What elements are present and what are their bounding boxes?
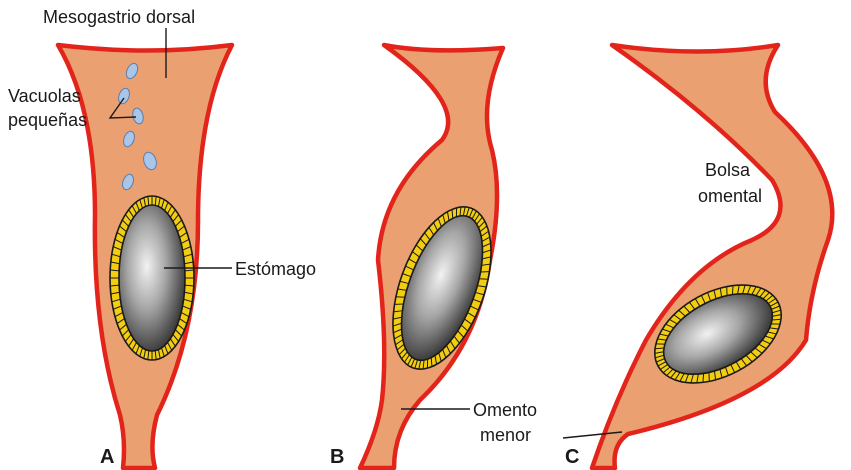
panel-letter-c: C bbox=[565, 446, 579, 468]
mucosa-tick bbox=[431, 358, 432, 367]
panel-a: A bbox=[58, 45, 232, 468]
panel-letter-a: A bbox=[100, 446, 114, 468]
stomach-a bbox=[110, 196, 194, 360]
mucosa-tick bbox=[479, 279, 488, 280]
mucosa-tick bbox=[703, 373, 704, 382]
mesentery-c bbox=[592, 45, 832, 468]
label-small-vacuoles-line2: pequeñas bbox=[8, 110, 87, 130]
label-dorsal-mesogastrium: Mesogastrio dorsal bbox=[43, 7, 195, 27]
label-lesser-omentum-line2: menor bbox=[480, 425, 531, 445]
mucosa-tick bbox=[732, 286, 733, 295]
panel-letter-b: B bbox=[330, 446, 344, 468]
label-omental-bursa-line1: Bolsa bbox=[705, 160, 751, 180]
mucosa-tick bbox=[452, 209, 453, 218]
label-omental-bursa-line2: omental bbox=[698, 186, 762, 206]
label-stomach: Estómago bbox=[235, 259, 316, 279]
stomach-lumen bbox=[119, 205, 185, 351]
mucosa-tick bbox=[396, 297, 405, 298]
panel-c: C bbox=[565, 45, 832, 468]
label-small-vacuoles-line1: Vacuolas bbox=[8, 86, 81, 106]
label-lesser-omentum-line1: Omento bbox=[473, 400, 537, 420]
